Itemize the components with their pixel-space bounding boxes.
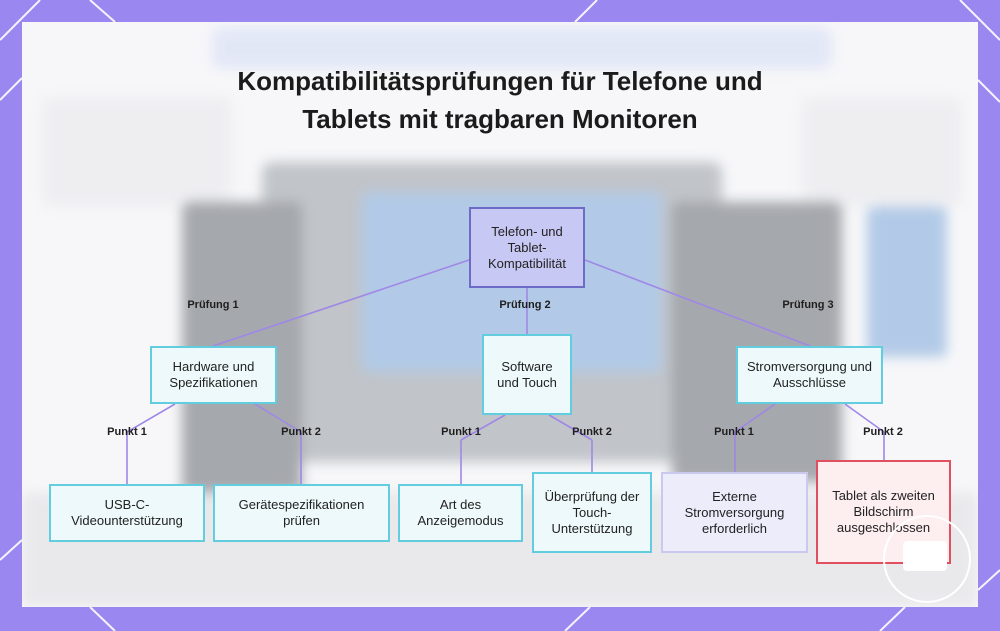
point-node-label: USB-C-Videounterstützung xyxy=(71,497,183,528)
check-node-label: Hardware und Spezifikationen xyxy=(169,359,258,390)
point-node-display-mode: Art des Anzeigemodus xyxy=(398,484,523,542)
edge-root-check1 xyxy=(212,259,470,347)
point-node-label: Gerätespezifikationen prüfen xyxy=(238,497,365,528)
point-node-label: Art des Anzeigemodus xyxy=(417,497,504,528)
diagram-title: Kompatibilitätsprüfungen für Telefone un… xyxy=(237,66,763,134)
point-node-device-specs: Gerätespezifikationen prüfen xyxy=(213,484,390,542)
check-node-hardware: Hardware und Spezifikationen xyxy=(150,346,277,404)
edge-label-c2-p2: Punkt 2 xyxy=(572,426,612,438)
check-node-label: Software und Touch xyxy=(497,358,557,390)
point-node-label: Überprüfung der Touch-Unterstützung xyxy=(544,488,640,536)
edge-label-c1-p2: Punkt 2 xyxy=(281,426,321,438)
edge-label-c1-p1: Punkt 1 xyxy=(107,426,147,438)
edge-check1-point2 xyxy=(254,403,302,433)
edge-check1-point1 xyxy=(126,403,176,433)
root-node: Telefon- und Tablet-Kompatibilität xyxy=(469,207,585,288)
edge-label-check2: Prüfung 2 xyxy=(499,299,551,311)
edge-root-check3 xyxy=(584,259,811,347)
point-node-touch-support: Überprüfung der Touch-Unterstützung xyxy=(532,472,652,553)
check-node-label: Stromversorgung und Ausschlüsse xyxy=(746,359,872,390)
point-node-external-power: Externe Stromversorgung erforderlich xyxy=(661,472,808,553)
point-node-label: Externe Stromversorgung erforderlich xyxy=(684,488,785,536)
edge-label-check3: Prüfung 3 xyxy=(782,299,834,311)
monitor-screen-decoration xyxy=(903,541,947,571)
point-node-usb-c: USB-C-Videounterstützung xyxy=(49,484,205,542)
edge-check2-point2 xyxy=(548,414,593,441)
edge-check3-point2 xyxy=(844,403,885,433)
check-node-software: Software und Touch xyxy=(482,334,572,415)
edge-check3-point1 xyxy=(734,403,776,433)
check-node-power: Stromversorgung und Ausschlüsse xyxy=(736,346,883,404)
edge-check2-point1 xyxy=(460,414,506,441)
monitor-outline-decoration xyxy=(883,515,971,603)
edge-label-c3-p1: Punkt 1 xyxy=(714,426,754,438)
edge-label-c3-p2: Punkt 2 xyxy=(863,426,903,438)
root-node-label: Telefon- und Tablet-Kompatibilität xyxy=(487,223,567,271)
edge-label-check1: Prüfung 1 xyxy=(187,299,239,311)
edge-label-c2-p1: Punkt 1 xyxy=(441,426,481,438)
